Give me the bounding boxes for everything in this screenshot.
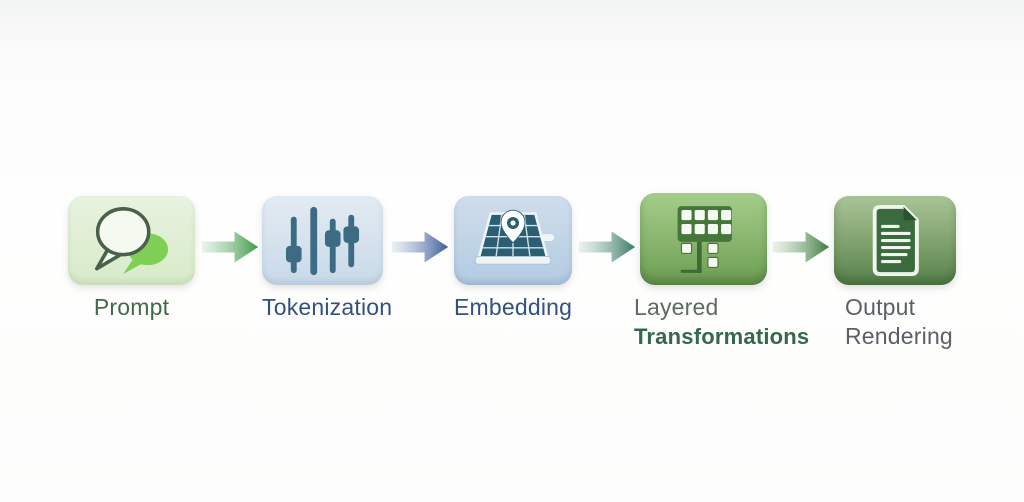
- flow-arrow-3: [576, 227, 640, 267]
- document-icon: [872, 204, 919, 277]
- map-grid-pin-icon: [474, 209, 555, 265]
- speech-bubbles-icon: [94, 207, 168, 274]
- arrow-right-icon: [772, 231, 830, 263]
- embedding-box: [454, 196, 572, 285]
- prompt-label: Prompt: [68, 293, 195, 322]
- grid-tree-icon: [677, 205, 732, 273]
- flow-arrow-4: [770, 227, 834, 267]
- arrow-right-icon: [201, 231, 259, 263]
- tokenization-label-text: Tokenization: [262, 294, 393, 320]
- flow-arrow-2: [388, 227, 452, 267]
- prompt-label-text: Prompt: [93, 294, 170, 320]
- layered-transformations-label: Layered Transformations: [634, 293, 809, 351]
- arrow-right-icon: [578, 231, 636, 263]
- arrow-right-icon: [391, 231, 449, 263]
- tokenization-label: Tokenization: [262, 293, 392, 322]
- layered-label-line1: Layered: [634, 294, 719, 320]
- output-label-line2: Rendering: [845, 323, 953, 349]
- output-rendering-label: Output Rendering: [845, 293, 953, 351]
- embedding-label: Embedding: [454, 293, 572, 322]
- layered-label-line2: Transformations: [634, 324, 810, 349]
- output-label-line1: Output: [845, 294, 916, 320]
- flow-arrow-1: [198, 227, 262, 267]
- sliders-icon: [285, 206, 359, 275]
- layered-transformations-box: [640, 193, 767, 285]
- tokenization-box: [262, 196, 383, 285]
- embedding-label-text: Embedding: [454, 294, 573, 320]
- output-rendering-box: [834, 196, 956, 285]
- prompt-box: [68, 196, 195, 285]
